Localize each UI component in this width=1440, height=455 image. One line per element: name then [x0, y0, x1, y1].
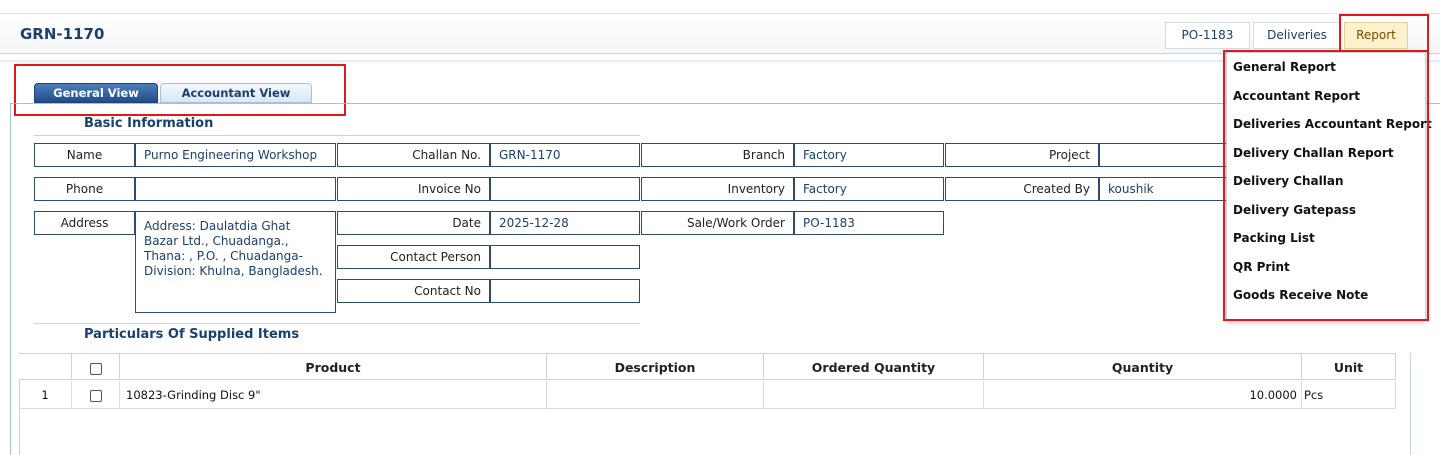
created-by-label: Created By: [945, 177, 1099, 201]
menu-item-qr-print[interactable]: QR Print: [1233, 259, 1290, 274]
name-value: Purno Engineering Workshop: [135, 143, 336, 167]
menu-item-delivery-challan[interactable]: Delivery Challan: [1233, 174, 1344, 188]
branch-value: Factory: [794, 143, 944, 167]
contact-no-value: [490, 279, 640, 303]
sale-work-order-value: PO-1183: [794, 211, 944, 235]
row-unit: Pcs: [1302, 381, 1396, 409]
contact-person-label: Contact Person: [337, 245, 490, 269]
created-by-value: koushik: [1099, 177, 1229, 201]
top-strip: [0, 0, 1440, 14]
header-divider: [0, 60, 1440, 64]
tab-accountant-view[interactable]: Accountant View: [160, 83, 312, 103]
row-checkbox[interactable]: [89, 389, 102, 402]
invoice-no-label: Invoice No: [337, 177, 490, 201]
challan-no-label: Challan No.: [337, 143, 490, 167]
inventory-value: Factory: [794, 177, 944, 201]
contact-person-value: [490, 245, 640, 269]
tab-content-frame: [10, 103, 1440, 455]
po-link-button[interactable]: PO-1183: [1165, 22, 1250, 49]
project-label: Project: [945, 143, 1099, 167]
particulars-title: Particulars Of Supplied Items: [84, 327, 300, 342]
items-grid: [19, 353, 1411, 455]
row-product[interactable]: 10823-Grinding Disc 9": [120, 381, 547, 409]
basic-information-title: Basic Information: [84, 116, 214, 131]
section-divider: [34, 323, 640, 324]
menu-item-packing-list[interactable]: Packing List: [1233, 231, 1315, 245]
date-value: 2025-12-28: [490, 211, 640, 235]
col-header-quantity[interactable]: Quantity: [984, 353, 1302, 380]
name-label: Name: [34, 143, 135, 167]
deliveries-button[interactable]: Deliveries: [1253, 22, 1341, 49]
inventory-label: Inventory: [641, 177, 794, 201]
challan-no-value: GRN-1170: [490, 143, 640, 167]
col-header-rownum: [19, 353, 72, 380]
address-label: Address: [34, 211, 135, 235]
menu-item-delivery-challan-report[interactable]: Delivery Challan Report: [1233, 145, 1394, 160]
col-header-description[interactable]: Description: [547, 353, 764, 380]
row-ordered-quantity: [764, 381, 984, 409]
row-description: [547, 381, 764, 409]
col-header-unit[interactable]: Unit: [1302, 353, 1396, 380]
select-all-checkbox[interactable]: [89, 362, 102, 375]
menu-item-deliveries-accountant-report[interactable]: Deliveries Accountant Report: [1233, 117, 1432, 131]
phone-label: Phone: [34, 177, 135, 201]
project-value: [1099, 143, 1229, 167]
col-header-select: [72, 353, 120, 380]
date-label: Date: [337, 211, 490, 235]
contact-no-label: Contact No: [337, 279, 490, 303]
menu-item-delivery-gatepass[interactable]: Delivery Gatepass: [1233, 202, 1356, 217]
branch-label: Branch: [641, 143, 794, 167]
phone-value: [135, 177, 336, 201]
menu-item-goods-receive-note[interactable]: Goods Receive Note: [1233, 288, 1369, 302]
report-dropdown-menu: General Report Accountant Report Deliver…: [1226, 52, 1432, 320]
section-divider: [34, 135, 640, 136]
page-header: GRN-1170 PO-1183 Deliveries Report: [0, 14, 1440, 54]
row-select: [72, 381, 120, 409]
menu-item-general-report[interactable]: General Report: [1233, 60, 1336, 74]
row-quantity: 10.0000: [984, 381, 1302, 409]
report-button[interactable]: Report: [1344, 22, 1408, 49]
page-title: GRN-1170: [20, 25, 105, 43]
sale-work-order-label: Sale/Work Order: [641, 211, 794, 235]
row-number: 1: [19, 381, 72, 409]
invoice-no-value: [490, 177, 640, 201]
address-value: Address: Daulatdia Ghat Bazar Ltd., Chua…: [135, 211, 336, 313]
col-header-product[interactable]: Product: [120, 353, 547, 380]
tab-general-view[interactable]: General View: [34, 83, 158, 103]
col-header-ordered-quantity[interactable]: Ordered Quantity: [764, 353, 984, 380]
menu-item-accountant-report[interactable]: Accountant Report: [1233, 88, 1361, 103]
